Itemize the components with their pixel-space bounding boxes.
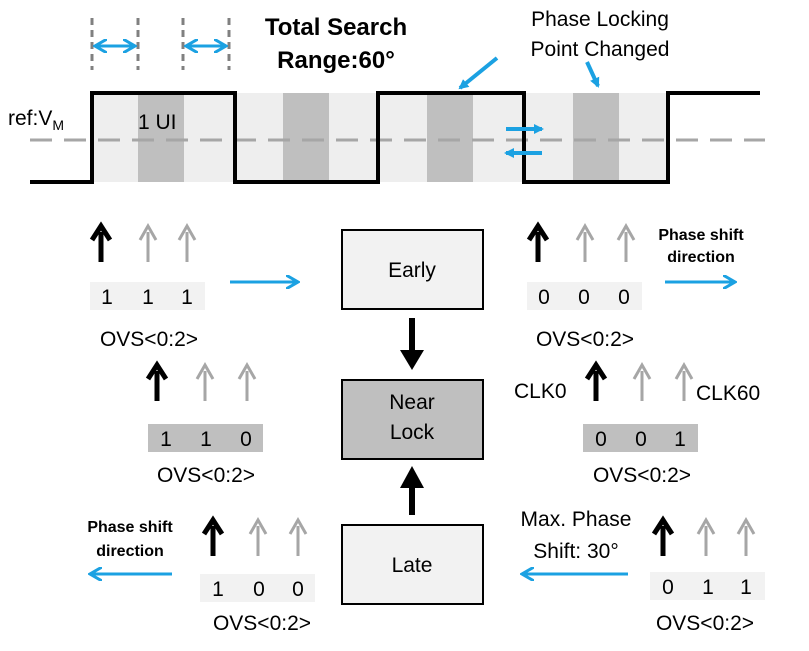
near-lock-label: Lock	[390, 421, 435, 444]
bit-box	[200, 574, 315, 602]
bit-box	[90, 282, 205, 310]
sample-arrow	[248, 516, 268, 556]
sample-arrow	[651, 515, 675, 556]
bit-value: 0	[635, 428, 647, 451]
bit-box	[583, 424, 698, 452]
sample-arrow	[195, 361, 215, 401]
bit-value: 1	[181, 286, 193, 309]
bit-value: 0	[538, 286, 550, 309]
sample-arrow	[89, 221, 113, 262]
clk0-label: CLK0	[514, 380, 567, 403]
sample-arrow	[237, 361, 257, 401]
search-band	[138, 93, 184, 182]
search-band	[427, 93, 473, 182]
ref-label: ref:VM	[8, 107, 64, 133]
locking-point-title: Phase Locking	[531, 8, 669, 31]
bit-value: 1	[160, 428, 172, 451]
sample-group-top-left: 1 1 1 OVS<0:2>	[89, 221, 298, 351]
max-phase-shift-label: Max. Phase	[521, 508, 632, 531]
sample-arrow	[575, 222, 595, 262]
bit-box	[650, 572, 765, 600]
down-arrow	[400, 318, 424, 370]
sample-group-mid-left: 1 1 0 OVS<0:2>	[145, 360, 263, 487]
bit-value: 0	[240, 428, 252, 451]
state-machine: Early Near Lock Late	[341, 229, 484, 605]
sample-arrow	[177, 222, 197, 262]
sample-arrow	[616, 222, 636, 262]
clk60-label: CLK60	[696, 382, 760, 405]
sample-arrow	[632, 361, 652, 401]
search-range-title: Range:60°	[277, 47, 395, 74]
sample-arrow	[526, 221, 550, 262]
bit-box	[527, 282, 642, 310]
waveform-panel: ref:VM 1 UI Total Search Range:60° Phase…	[8, 8, 765, 184]
bit-value: 1	[101, 286, 113, 309]
max-phase-shift-label: Shift: 30°	[533, 540, 618, 563]
bit-value: 1	[740, 576, 752, 599]
early-state-box	[341, 229, 484, 310]
bit-value: 0	[662, 576, 674, 599]
bit-value: 0	[595, 428, 607, 451]
bit-value: 0	[292, 578, 304, 601]
sample-arrow	[584, 360, 608, 401]
search-band	[573, 93, 619, 182]
sample-arrow	[145, 360, 169, 401]
bit-value: 1	[702, 576, 714, 599]
near-lock-label: Near	[389, 391, 435, 414]
phase-shift-label: Phase shift	[658, 227, 744, 244]
bit-value: 0	[618, 286, 630, 309]
bit-value: 1	[212, 578, 224, 601]
search-range-title: Total Search	[265, 14, 407, 41]
bit-box	[148, 424, 263, 452]
search-band	[283, 93, 329, 182]
sample-arrow	[696, 516, 716, 556]
ui-label: 1 UI	[138, 111, 177, 134]
phase-shift-label: Phase shift	[87, 519, 173, 536]
callout-arrow	[585, 61, 600, 88]
clock-waveform	[30, 91, 760, 184]
locking-point-title: Point Changed	[531, 38, 670, 61]
ovs-label: OVS<0:2>	[536, 328, 634, 351]
bit-value: 1	[142, 286, 154, 309]
sample-arrow	[138, 222, 158, 262]
ovs-label: OVS<0:2>	[100, 328, 198, 351]
sample-group-top-right: 0 0 0 OVS<0:2> Phase shift direction	[526, 221, 744, 351]
ovs-label: OVS<0:2>	[593, 464, 691, 487]
up-arrow	[400, 466, 424, 515]
sample-group-mid-right: CLK0 CLK60 0 0 1 OVS<0:2>	[514, 360, 760, 487]
near-lock-state-box	[341, 379, 484, 460]
bit-value: 1	[200, 428, 212, 451]
sample-arrow	[674, 361, 694, 401]
sample-group-bottom-left: 1 0 0 OVS<0:2> Phase shift direction	[87, 515, 315, 635]
sample-arrow	[201, 515, 225, 556]
bit-value: 0	[253, 578, 265, 601]
sample-arrow	[288, 516, 308, 556]
phase-shift-label: direction	[667, 249, 735, 266]
ovs-label: OVS<0:2>	[157, 464, 255, 487]
bit-value: 1	[674, 428, 686, 451]
sample-arrow	[736, 516, 756, 556]
sample-group-bottom-right: Max. Phase Shift: 30° 0 1 1 OVS<0:2>	[521, 508, 765, 635]
callout-arrow	[458, 56, 499, 90]
early-state-label: Early	[388, 259, 436, 282]
bit-value: 0	[578, 286, 590, 309]
ovs-label: OVS<0:2>	[656, 612, 754, 635]
ovs-label: OVS<0:2>	[213, 612, 311, 635]
late-state-box	[341, 524, 484, 605]
late-state-label: Late	[392, 554, 433, 577]
phase-shift-label: direction	[96, 543, 164, 560]
